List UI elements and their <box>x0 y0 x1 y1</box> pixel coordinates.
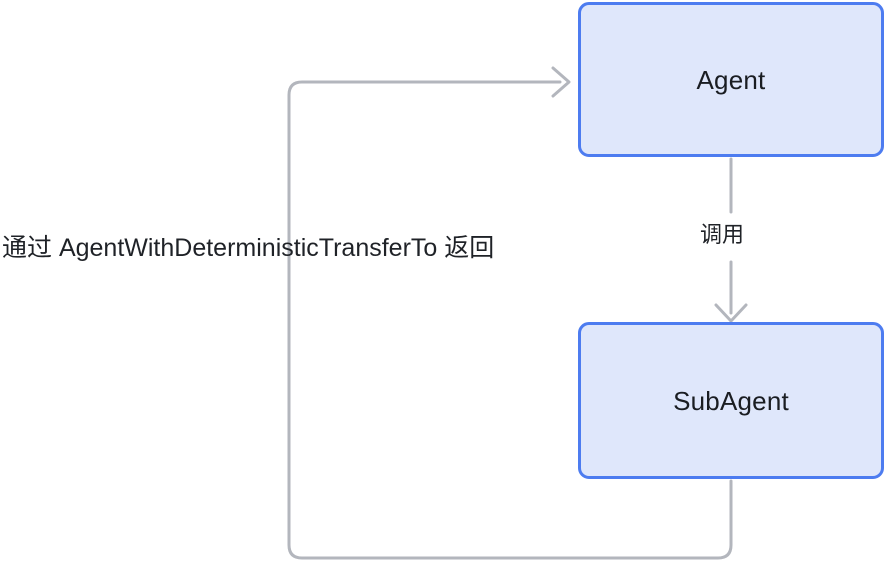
node-subagent-label: SubAgent <box>673 385 789 416</box>
edge-return-arrowhead-icon <box>551 66 571 98</box>
edge-return <box>287 66 733 560</box>
node-agent-label: Agent <box>696 64 766 95</box>
edge-call <box>714 157 748 323</box>
node-agent[interactable]: Agent <box>578 2 884 157</box>
edge-return-label: 通过 AgentWithDeterministicTransferTo 返回 <box>2 234 495 262</box>
edge-call-arrowhead-icon <box>714 303 748 323</box>
edge-call-label: 调用 <box>700 222 745 247</box>
edge-return-path <box>287 80 733 560</box>
node-subagent[interactable]: SubAgent <box>578 322 884 479</box>
